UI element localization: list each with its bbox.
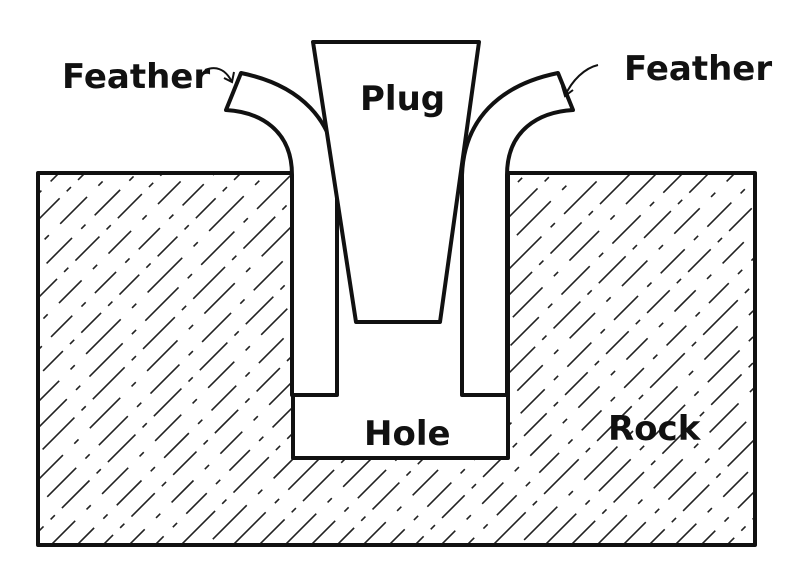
feather-right bbox=[460, 71, 575, 397]
hatch-line bbox=[38, 173, 463, 545]
plug-wedge bbox=[311, 40, 481, 324]
feather-left bbox=[224, 71, 339, 397]
plug-label: Plug bbox=[360, 79, 445, 119]
hatch-line bbox=[38, 173, 411, 545]
feather-right-label: Feather bbox=[624, 49, 772, 89]
hatch-line bbox=[333, 173, 755, 545]
hatch-line bbox=[0, 0, 20, 585]
hatch-line bbox=[255, 173, 755, 545]
hatch-line bbox=[38, 173, 619, 545]
hatch-line bbox=[229, 173, 755, 545]
rock-outline bbox=[36, 171, 757, 547]
hatch-line bbox=[411, 173, 755, 545]
hatch-line bbox=[489, 173, 755, 545]
hatch-line bbox=[38, 173, 437, 545]
hatch-line bbox=[776, 0, 807, 585]
hatch-line bbox=[38, 173, 567, 545]
hatch-line bbox=[385, 173, 755, 545]
arrow-left bbox=[204, 67, 235, 84]
hatch-line bbox=[203, 173, 755, 545]
hatch-line bbox=[281, 173, 755, 545]
hatch-line bbox=[437, 173, 755, 545]
hatch-line bbox=[359, 173, 755, 545]
hatch-line bbox=[38, 173, 697, 545]
hatch-line bbox=[38, 173, 671, 545]
hatch-line bbox=[541, 173, 755, 545]
feather-left-label: Feather bbox=[62, 57, 210, 97]
hatch-line bbox=[619, 173, 755, 545]
hatch-line bbox=[307, 173, 755, 545]
hatch-line bbox=[567, 173, 755, 545]
hatch-line bbox=[177, 173, 755, 545]
hatch-line bbox=[515, 173, 755, 545]
hatch-line bbox=[38, 173, 515, 545]
hole-label: Hole bbox=[364, 414, 451, 454]
arrow-right bbox=[561, 64, 599, 98]
rock-label: Rock bbox=[608, 409, 702, 449]
